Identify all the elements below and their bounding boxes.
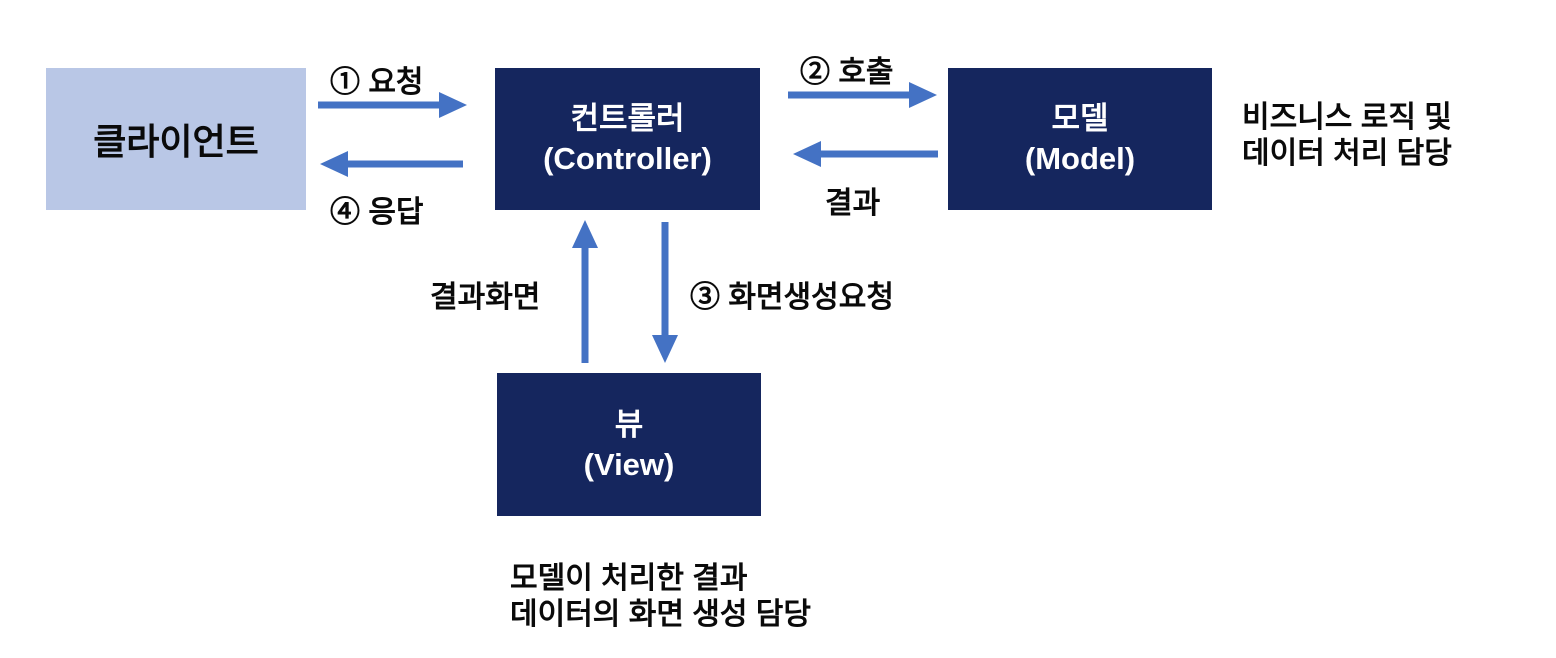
response-edge-label: ④ 응답 xyxy=(330,196,424,229)
result-edge-label: 결과 xyxy=(825,187,881,220)
result-screen-edge-label: 결과화면 xyxy=(430,281,541,314)
client-label: 클라이언트 xyxy=(93,121,259,162)
view-annotation: 모델이 처리한 결과 데이터의 화면 생성 담당 xyxy=(510,561,811,633)
call-arrow xyxy=(788,82,937,108)
result-arrow xyxy=(793,141,938,167)
request-edge-label: ① 요청 xyxy=(330,66,424,99)
request-arrow xyxy=(318,92,467,118)
model-label-en: (Model) xyxy=(1024,141,1136,176)
response-arrow xyxy=(320,151,463,177)
call-edge-label: ② 호출 xyxy=(800,56,894,89)
model-annotation: 비즈니스 로직 및 데이터 처리 담당 xyxy=(1242,100,1452,172)
screen-request-edge-label: ③ 화면생성요청 xyxy=(690,281,894,314)
controller-label-en: (Controller) xyxy=(543,141,712,176)
view-annotation-line2: 데이터의 화면 생성 담당 xyxy=(510,598,812,631)
view-annotation-line1: 모델이 처리한 결과 xyxy=(510,562,748,595)
controller-label-ko: 컨트롤러 xyxy=(570,101,685,136)
controller-node: 컨트롤러 (Controller) xyxy=(495,68,760,210)
model-node: 모델 (Model) xyxy=(948,68,1212,210)
client-node: 클라이언트 xyxy=(46,68,306,210)
model-label-ko: 모델 xyxy=(1051,101,1109,136)
view-label-ko: 뷰 xyxy=(614,406,644,442)
screen-request-arrow xyxy=(652,222,678,363)
model-annotation-line1: 비즈니스 로직 및 xyxy=(1242,101,1452,134)
view-node: 뷰 (View) xyxy=(497,373,761,516)
model-annotation-line2: 데이터 처리 담당 xyxy=(1242,137,1452,170)
result-screen-arrow xyxy=(572,220,598,363)
view-label-en: (View) xyxy=(583,446,675,482)
